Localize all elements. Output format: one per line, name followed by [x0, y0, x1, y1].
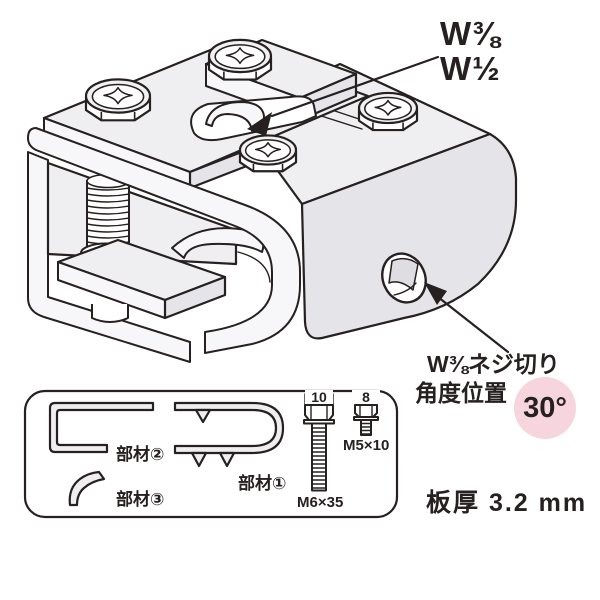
- thread-size-callout: W⅜ W½: [440, 16, 501, 86]
- hex-bolt-icon: [85, 78, 151, 122]
- angle-value: 30°: [523, 391, 567, 424]
- threaded-hole: [375, 247, 434, 310]
- bolt-long-label: M6×35: [297, 494, 344, 511]
- hex-bolt-icon: [358, 92, 418, 131]
- w-size-leader: [247, 57, 438, 136]
- bolt-short-dim: 8: [352, 390, 380, 404]
- hex-bolt-icon: [208, 39, 272, 81]
- hole-arrow-icon: [424, 282, 447, 305]
- rod-slot: [191, 96, 316, 152]
- hook-tongue: [172, 228, 270, 282]
- thread-size-line2: W½: [440, 50, 501, 87]
- thread-size-line1: W⅜: [440, 15, 501, 52]
- part3-shape: [70, 472, 104, 505]
- part3-label: 部材③: [116, 490, 165, 509]
- hole-leader: [424, 282, 508, 352]
- u-bracket-band: [28, 128, 300, 353]
- parts-box: [25, 391, 397, 517]
- part2-shape: [50, 403, 153, 452]
- thread-cut-line2: 角度位置: [415, 380, 507, 406]
- bolt-long-dim: 10: [305, 390, 333, 404]
- part1-shape: [175, 403, 283, 466]
- thread-cut-line1: W⅜ネジ切り: [427, 351, 560, 377]
- part2-label: 部材②: [116, 445, 165, 464]
- hex-nut-icon: [239, 134, 297, 172]
- thread-cut-callout: W⅜ネジ切り 角度位置: [415, 350, 560, 408]
- slot-arrow-icon: [247, 112, 272, 136]
- jaw-plate: [58, 240, 225, 322]
- bolt-tip: [92, 304, 128, 322]
- part1-label: 部材①: [238, 474, 287, 493]
- angle-badge: 30°: [514, 377, 576, 439]
- plate-thickness-note: 板厚 3.2 mm: [426, 489, 588, 517]
- bolt-m6x35: [304, 394, 334, 491]
- bolt-short-label: M5×10: [343, 437, 390, 454]
